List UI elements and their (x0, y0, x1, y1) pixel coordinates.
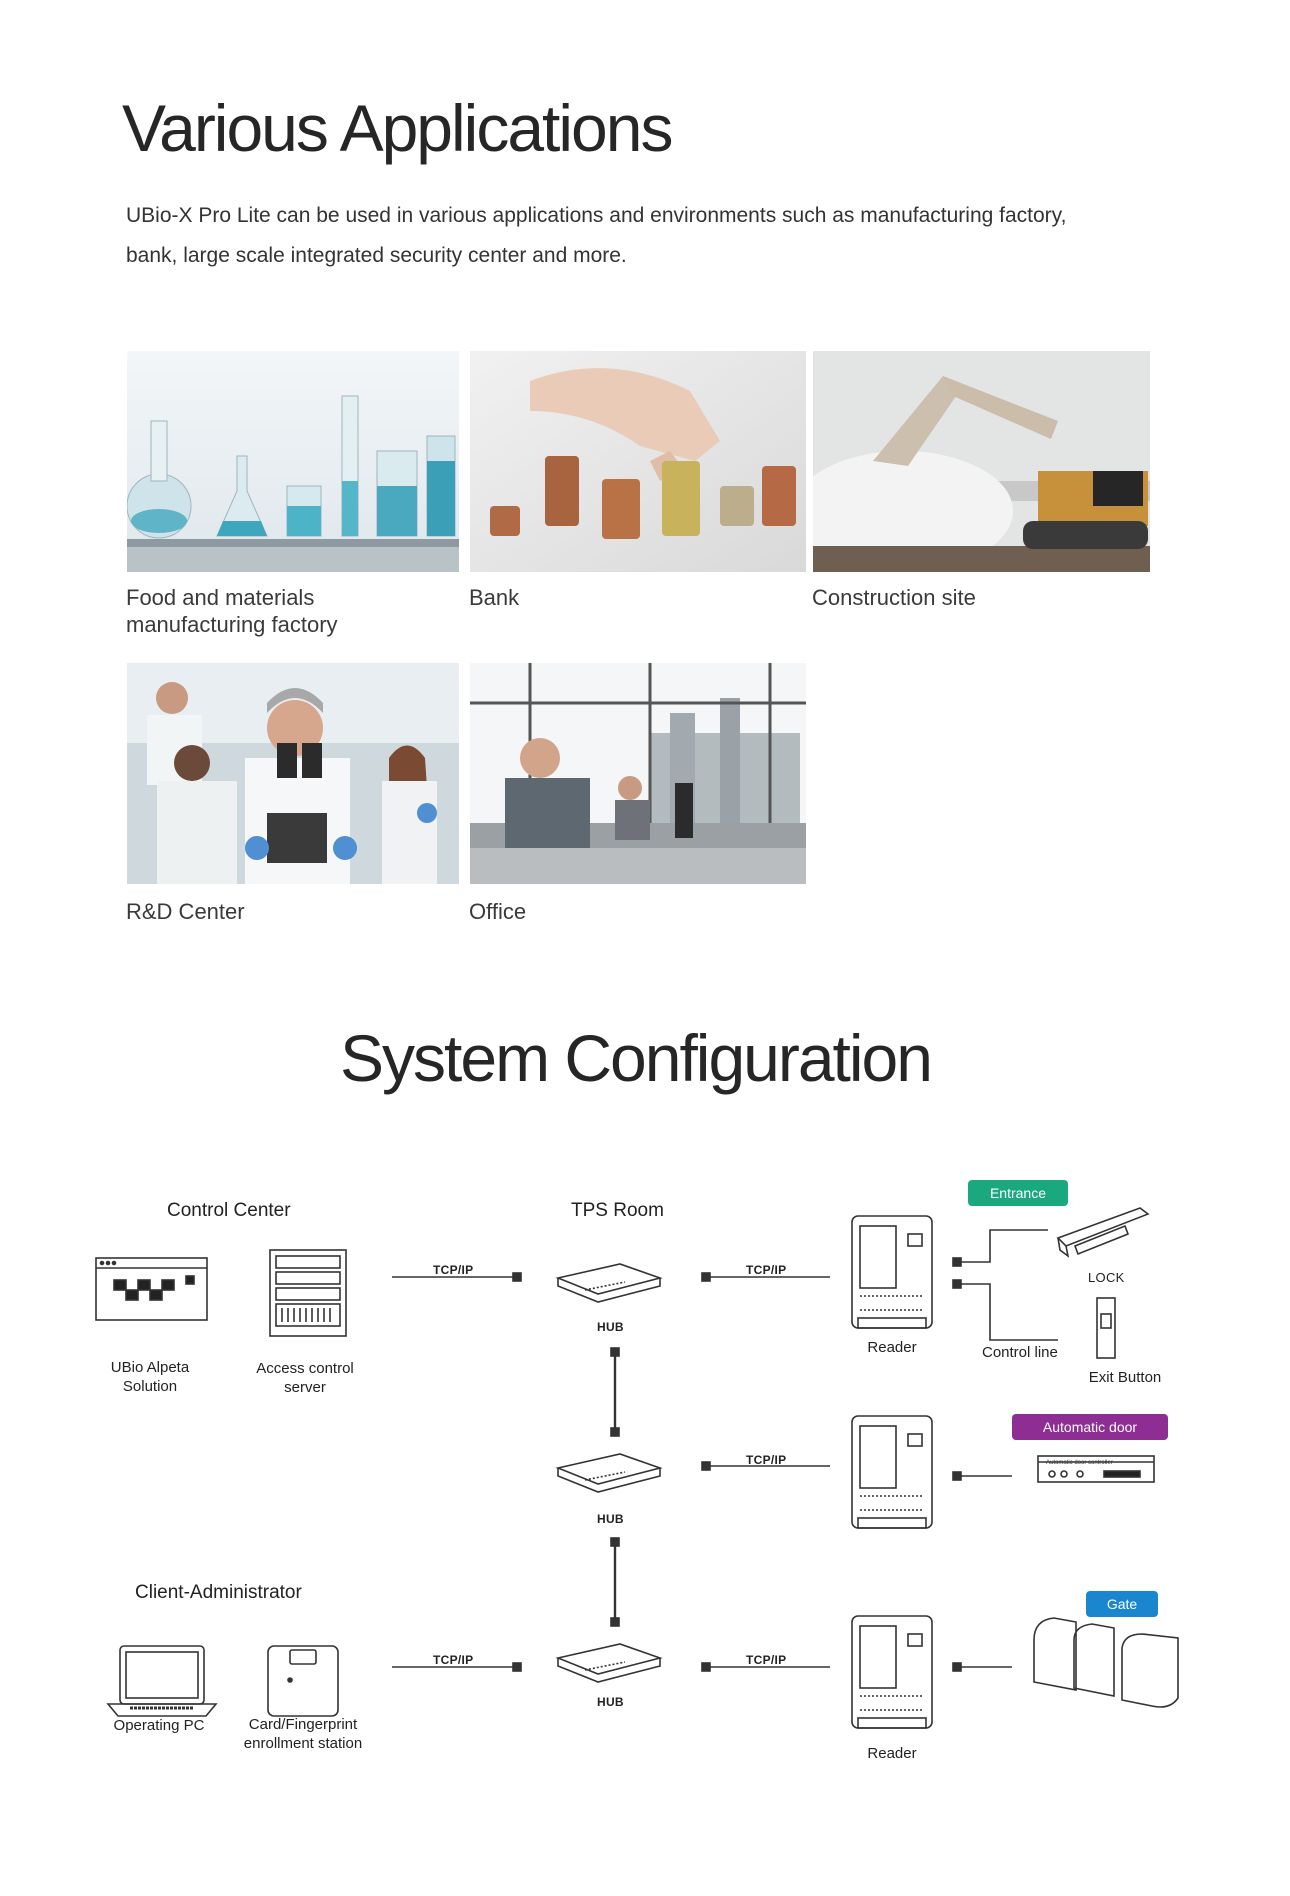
applications-intro: UBio-X Pro Lite can be used in various a… (126, 196, 1126, 276)
photo-rd-center (127, 663, 459, 884)
label-hub: HUB (597, 1695, 624, 1709)
label-tcpip: TCP/IP (746, 1263, 787, 1277)
caption-line: manufacturing factory (126, 612, 338, 637)
photo-food-factory (127, 351, 459, 572)
caption-food-factory: Food and materials manufacturing factory (126, 584, 338, 638)
hub-icon-1 (555, 1263, 663, 1303)
label-reader: Reader (867, 1745, 917, 1762)
reader-icon-1 (851, 1215, 933, 1329)
label-line: enrollment station (243, 1735, 363, 1752)
laptop-icon (106, 1645, 218, 1717)
gate-icon (1033, 1617, 1179, 1708)
hub-icon-2 (555, 1453, 663, 1493)
label-operating-pc: Operating PC (113, 1717, 205, 1734)
label-access-server: Access control server (240, 1359, 370, 1397)
photo-office (470, 663, 806, 884)
door-controller-text: Automatic door controller (1046, 1460, 1113, 1466)
heading-control-center: Control Center (167, 1200, 291, 1221)
intro-line-2: bank, large scale integrated security ce… (126, 244, 627, 267)
label-line: Access control (256, 1360, 354, 1377)
heading-tps-room: TPS Room (571, 1200, 664, 1221)
reader-icon-3 (851, 1615, 933, 1729)
label-hub: HUB (597, 1320, 624, 1334)
caption-construction: Construction site (812, 585, 976, 610)
caption-office: Office (469, 899, 527, 924)
caption-bank: Bank (469, 585, 520, 610)
label-tcpip: TCP/IP (746, 1453, 787, 1467)
hub-icon-3 (555, 1643, 663, 1683)
caption-rd-center: R&D Center (126, 899, 245, 924)
software-window-icon (95, 1257, 208, 1321)
label-control-line: Control line (982, 1344, 1058, 1361)
photo-bank (470, 351, 806, 572)
label-tcpip: TCP/IP (433, 1263, 474, 1277)
exit-button-icon (1096, 1297, 1116, 1359)
label-line: Solution (122, 1378, 178, 1395)
label-line: UBio Alpeta (110, 1359, 190, 1376)
label-ubio-alpeta: UBio Alpeta Solution (90, 1358, 210, 1396)
server-icon (269, 1249, 347, 1337)
badge-gate: Gate (1086, 1591, 1158, 1617)
label-line: server (284, 1379, 326, 1396)
label-lock: LOCK (1088, 1270, 1125, 1285)
badge-entrance: Entrance (968, 1180, 1068, 1206)
enrollment-station-icon (267, 1645, 339, 1717)
lock-icon (1056, 1207, 1150, 1258)
system-diagram (95, 1207, 1179, 1729)
intro-line-1: UBio-X Pro Lite can be used in various a… (126, 204, 1067, 227)
label-line: Card/Fingerprint (248, 1716, 358, 1733)
label-hub: HUB (597, 1512, 624, 1526)
reader-icon-2 (851, 1415, 933, 1529)
label-tcpip: TCP/IP (433, 1653, 474, 1667)
photo-construction (813, 351, 1150, 572)
label-tcpip: TCP/IP (746, 1653, 787, 1667)
section-title-system: System Configuration (340, 1021, 933, 1095)
heading-client-admin: Client-Administrator (135, 1582, 302, 1603)
badge-automatic-door: Automatic door (1012, 1414, 1168, 1440)
automatic-door-controller-icon (1037, 1455, 1155, 1483)
label-exit-button: Exit Button (1088, 1369, 1162, 1386)
caption-line: Food and materials (126, 585, 315, 610)
label-enrollment-station: Card/Fingerprint enrollment station (228, 1715, 378, 1753)
section-title-applications: Various Applications (122, 91, 673, 165)
label-reader: Reader (867, 1339, 917, 1356)
